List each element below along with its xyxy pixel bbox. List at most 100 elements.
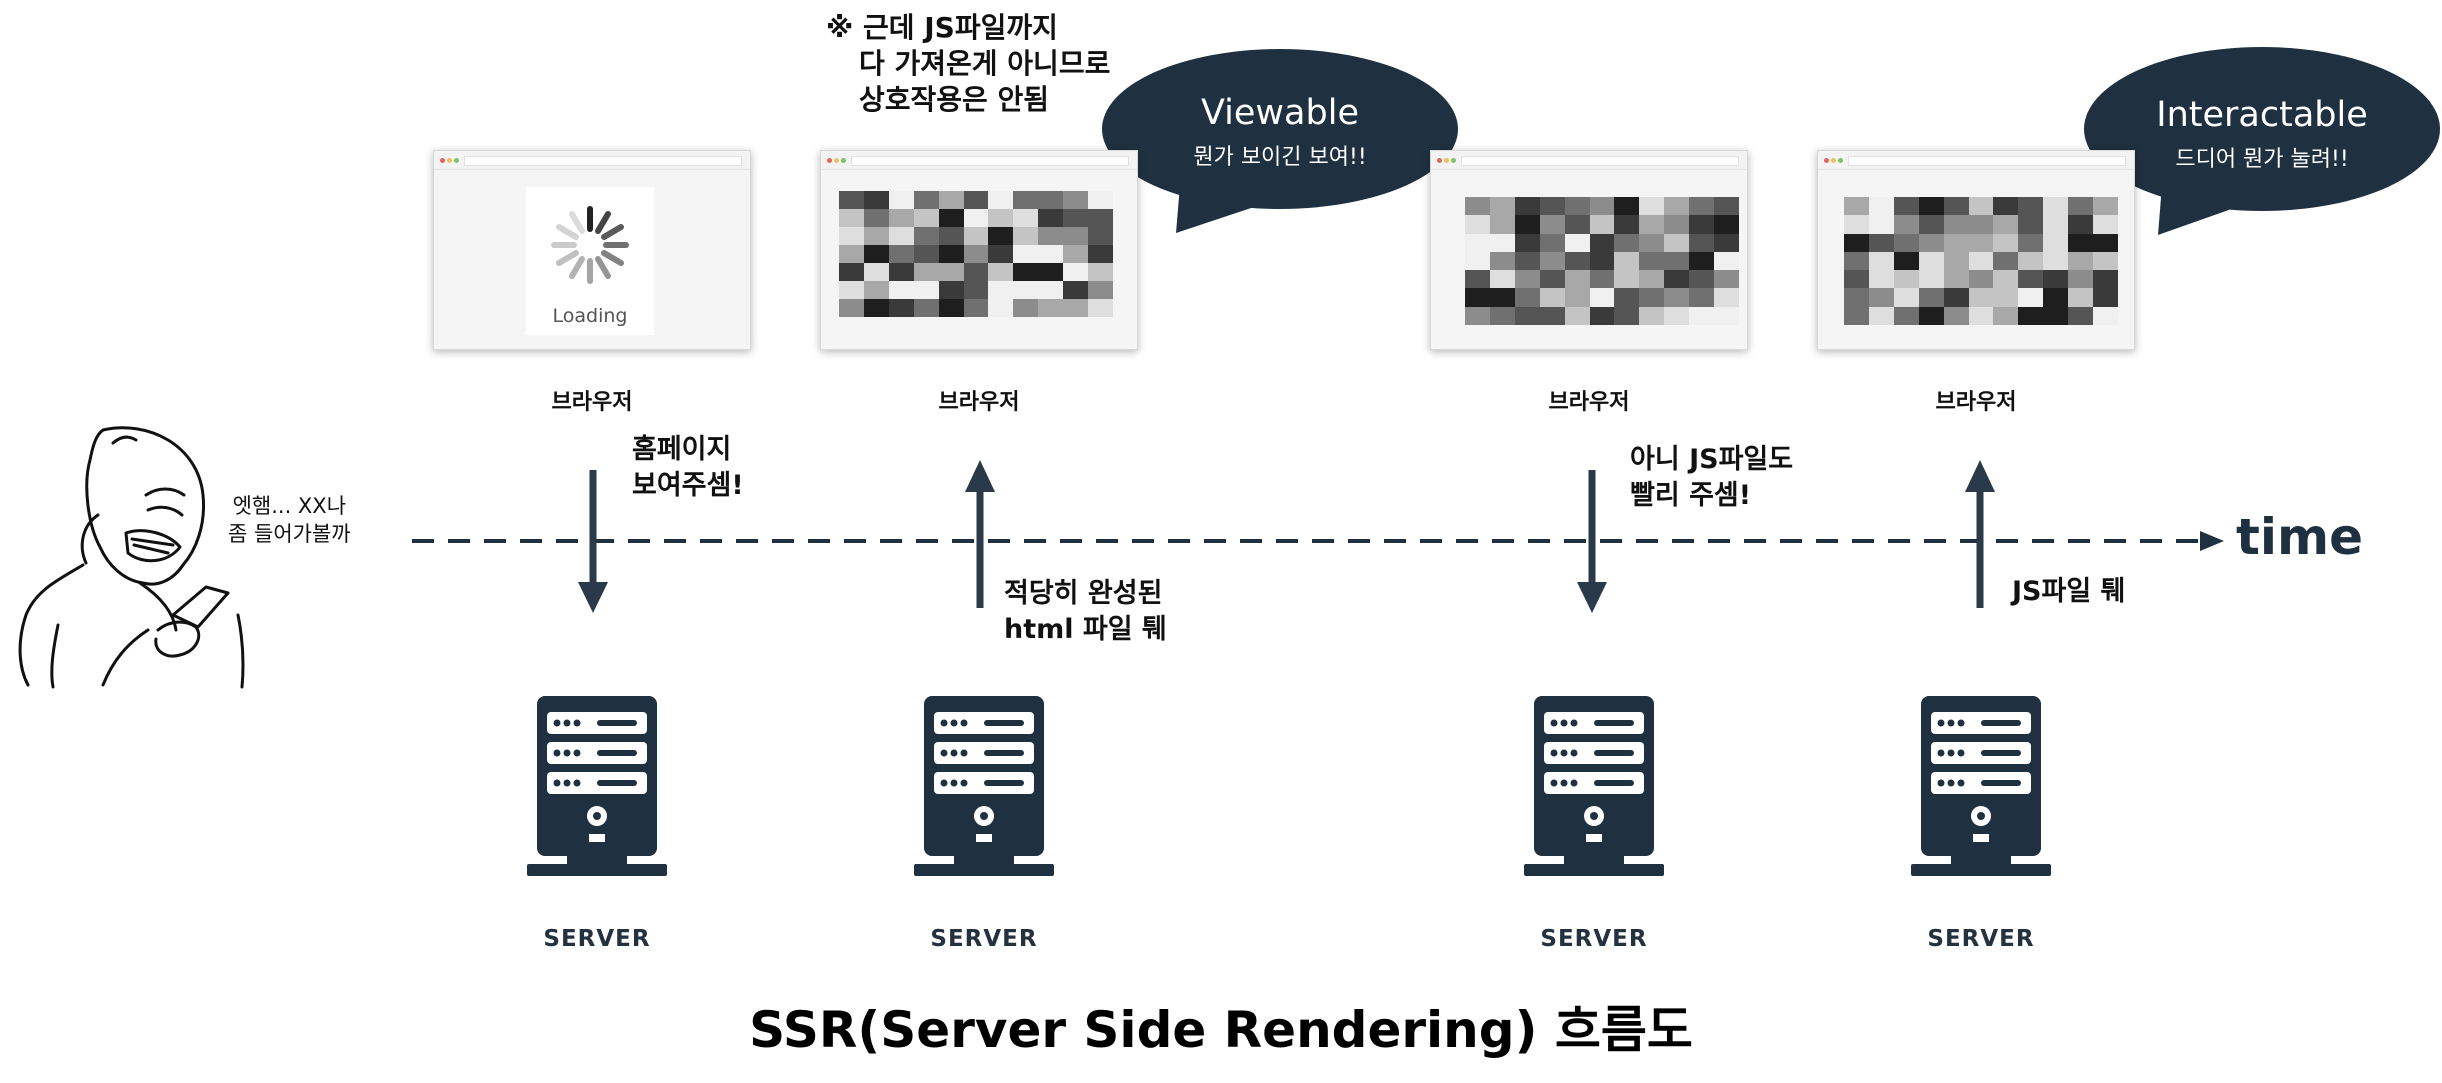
browser-label: 브라우저 — [1935, 390, 2017, 415]
js-response-message: JS파일 퉤 — [2012, 576, 2126, 607]
server-icon — [527, 696, 667, 876]
mosaic-cell — [1664, 233, 1690, 252]
mosaic-cell — [1063, 227, 1089, 245]
mosaic-cell — [988, 299, 1014, 317]
mosaic-cell — [2093, 197, 2118, 216]
mosaic-cell — [2068, 306, 2094, 325]
mosaic-cell — [2068, 233, 2094, 252]
mosaic-cell — [1589, 197, 1615, 216]
mosaic-cell — [2043, 197, 2069, 216]
mosaic-cell — [1589, 251, 1615, 271]
mosaic-cell — [1013, 245, 1039, 263]
mosaic-cell — [913, 299, 939, 317]
mosaic-cell — [1664, 251, 1690, 271]
browser-label: 브라우저 — [1548, 390, 1630, 415]
mosaic-cell — [2093, 288, 2118, 307]
mosaic-cell — [1088, 281, 1113, 299]
mosaic-cell — [988, 281, 1014, 299]
viewable-title: Viewable — [1201, 93, 1359, 133]
mosaic-cell — [1968, 197, 1994, 216]
browser-window-interactive — [1817, 150, 2135, 350]
mosaic-cell — [938, 209, 964, 227]
loading-text: Loading — [552, 305, 628, 327]
mosaic-cell — [2018, 215, 2044, 234]
js-request-message: 아니 JS파일도 빨리 주셈! — [1630, 444, 1794, 511]
mosaic-cell — [1664, 288, 1690, 307]
mosaic-cell — [1968, 233, 1994, 252]
mosaic-cell — [1664, 306, 1690, 325]
mosaic-cell — [839, 263, 864, 281]
mosaic-cell — [2068, 288, 2094, 307]
mosaic-cell — [1639, 233, 1665, 252]
html-response-message: 적당히 완성된 html 파일 퉤 — [1004, 578, 1167, 645]
mosaic-cell — [1893, 306, 1919, 325]
mosaic-cell — [1639, 306, 1665, 325]
mosaic-cell — [1038, 263, 1064, 281]
mosaic-cell — [1465, 215, 1490, 234]
mosaic-cell — [1038, 227, 1064, 245]
mosaic-cell — [1564, 306, 1590, 325]
mosaic-cell — [839, 299, 864, 317]
bubble-shape — [1102, 49, 1458, 233]
mosaic-cell — [1088, 245, 1113, 263]
mosaic-cell — [988, 209, 1014, 227]
note-line-1: ※ 근데 JS파일까지 — [826, 11, 1058, 44]
mosaic-cell — [1893, 233, 1919, 252]
mosaic-cell — [1664, 197, 1690, 216]
mosaic-cell — [1993, 288, 2019, 307]
mosaic-cell — [1614, 215, 1640, 234]
mosaic-cell — [1013, 299, 1039, 317]
pixelated-content — [839, 191, 1113, 317]
mosaic-cell — [963, 191, 989, 209]
mosaic-cell — [2018, 288, 2044, 307]
mosaic-cell — [839, 227, 864, 245]
browser-window-html — [820, 150, 1138, 350]
mosaic-cell — [888, 209, 914, 227]
mosaic-cell — [1943, 306, 1969, 325]
mosaic-cell — [2043, 288, 2069, 307]
viewable-bubble: Viewable 뭔가 보이긴 보여!! — [1100, 45, 1460, 240]
mosaic-cell — [938, 227, 964, 245]
mosaic-cell — [1063, 263, 1089, 281]
mosaic-cell — [1465, 306, 1490, 325]
mosaic-cell — [1689, 251, 1715, 271]
mosaic-cell — [1539, 306, 1565, 325]
mosaic-cell — [1844, 306, 1869, 325]
mosaic-cell — [1539, 270, 1565, 289]
mosaic-cell — [1968, 270, 1994, 289]
mosaic-cell — [2093, 251, 2118, 271]
mosaic-cell — [913, 281, 939, 299]
mosaic-cell — [1013, 209, 1039, 227]
bubble-shape — [2084, 47, 2440, 235]
mosaic-cell — [1868, 251, 1894, 271]
mosaic-cell — [1013, 191, 1039, 209]
mosaic-cell — [863, 245, 889, 263]
mosaic-cell — [1589, 270, 1615, 289]
mosaic-cell — [1564, 288, 1590, 307]
mosaic-cell — [963, 299, 989, 317]
mosaic-cell — [1465, 270, 1490, 289]
mosaic-cell — [913, 191, 939, 209]
mosaic-cell — [1714, 251, 1739, 271]
interactable-subtitle: 드디어 뭔가 눌려!! — [2175, 147, 2349, 172]
server-label: SERVER — [543, 926, 651, 952]
mosaic-cell — [1844, 197, 1869, 216]
mosaic-cell — [1714, 197, 1739, 216]
mosaic-cell — [1943, 251, 1969, 271]
mosaic-cell — [863, 281, 889, 299]
mosaic-cell — [1639, 197, 1665, 216]
server-label: SERVER — [1540, 926, 1648, 952]
pixelated-content — [1465, 197, 1739, 325]
server-label: SERVER — [930, 926, 1038, 952]
request-page-message: 홈페이지 보여주셈! — [632, 434, 744, 501]
mosaic-cell — [913, 227, 939, 245]
mosaic-cell — [1539, 233, 1565, 252]
mosaic-cell — [1614, 306, 1640, 325]
mosaic-cell — [888, 227, 914, 245]
mosaic-cell — [2068, 270, 2094, 289]
mosaic-cell — [1465, 233, 1490, 252]
mosaic-cell — [938, 299, 964, 317]
mosaic-cell — [1893, 197, 1919, 216]
mosaic-cell — [1539, 215, 1565, 234]
server-icon — [1524, 696, 1664, 876]
